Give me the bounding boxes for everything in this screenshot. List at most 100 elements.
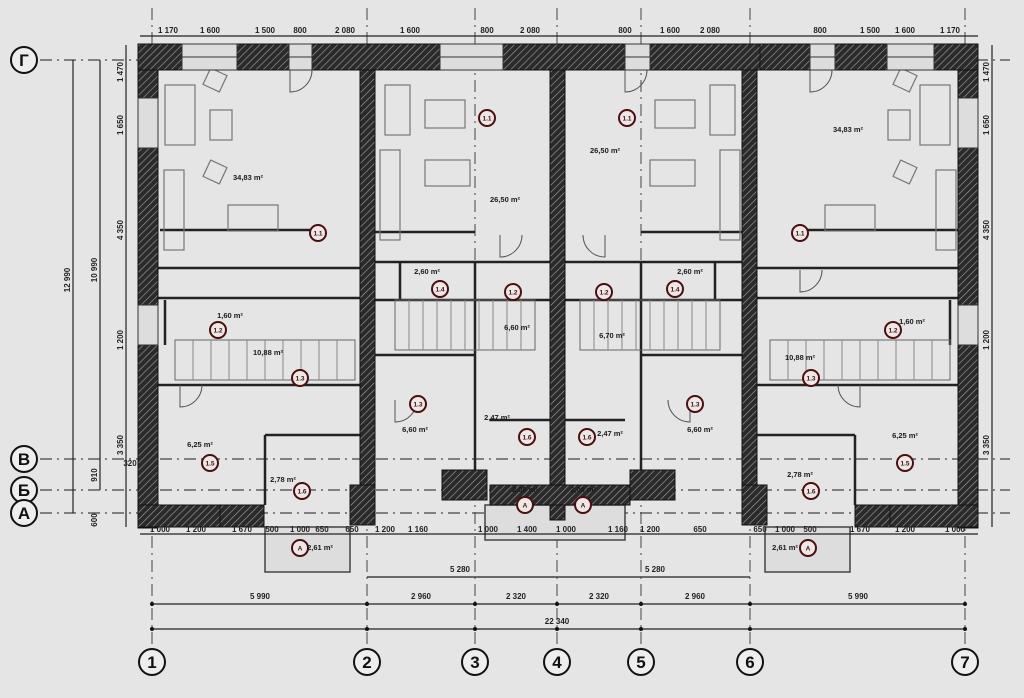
- room-area: 2,78 m²: [270, 475, 296, 484]
- furniture-item: [209, 109, 233, 141]
- room-tag-circle: [518, 428, 536, 446]
- room-area: 10,88 m²: [785, 353, 816, 362]
- bottom-dimension: 1 000: [775, 525, 796, 534]
- window: [957, 97, 979, 149]
- bottom-dimension: 1 200: [640, 525, 661, 534]
- room-tag-number: 1.1: [622, 116, 631, 123]
- room-tag-number: 1.1: [795, 231, 804, 238]
- room-tag-circle: [618, 109, 636, 127]
- window: [957, 304, 979, 346]
- wall-segment: [933, 43, 979, 71]
- room-tag-circle: [293, 482, 311, 500]
- room-area: 1,60 m²: [899, 317, 925, 326]
- axis-label-row-1: В: [18, 450, 30, 469]
- span-dimension: 5 990: [250, 592, 271, 601]
- door-swing: [624, 69, 648, 93]
- room-tag-circle: [431, 280, 449, 298]
- bearing-walls: [137, 43, 979, 529]
- room-tag-circle: [799, 539, 817, 557]
- room-tag-number: 1.3: [413, 402, 422, 409]
- furniture-item: [719, 149, 741, 241]
- room-area: 2,78 m²: [787, 470, 813, 479]
- furniture-item: [384, 84, 411, 136]
- left-dimension: 910: [90, 468, 99, 482]
- wall-segment: [311, 43, 441, 71]
- left-dimension: 1 650: [116, 114, 125, 135]
- axis-bubble-5: [627, 648, 655, 676]
- door-swing: [667, 399, 691, 423]
- room-tag-circle: [802, 369, 820, 387]
- half-dimension: 5 280: [450, 565, 471, 574]
- bottom-dimension: 1 200: [186, 525, 207, 534]
- room-area: 6,25 m²: [187, 440, 213, 449]
- room-tag-circle: [516, 496, 534, 514]
- furniture-item: [709, 84, 736, 136]
- interior-partitions: [158, 69, 958, 573]
- axis-label-row-2: Б: [18, 481, 30, 500]
- wall-segment: [137, 504, 229, 528]
- room-area: 2,08 m²: [570, 485, 596, 494]
- room-tag-circle: [309, 224, 327, 242]
- armchair: [892, 67, 918, 93]
- axis-label-5: 5: [636, 653, 645, 672]
- room-area: 2,60 m²: [677, 267, 703, 276]
- bottom-dimension: 1 160: [608, 525, 629, 534]
- room-tag-circle: [896, 454, 914, 472]
- wall-segment: [629, 469, 676, 501]
- room-tag-number: 1.3: [690, 402, 699, 409]
- room-tag-number: 1.2: [508, 290, 517, 297]
- bottom-dimension: 500: [803, 525, 817, 534]
- axis-label-row-3: А: [18, 504, 30, 523]
- room-tag-circle: [686, 395, 704, 413]
- axis-label-7: 7: [960, 653, 969, 672]
- span-dimension: 2 320: [589, 592, 610, 601]
- wall-segment: [834, 43, 888, 71]
- tick: [150, 602, 154, 606]
- room-tag-circle: [578, 428, 596, 446]
- door-swing: [809, 69, 833, 93]
- room-tag-number: 1.2: [213, 328, 222, 335]
- right-dimension: 1 470: [982, 61, 991, 82]
- room-area: 1,60 m²: [217, 311, 243, 320]
- armchair: [892, 159, 918, 185]
- tick: [748, 602, 752, 606]
- room-area: 10,88 m²: [253, 348, 284, 357]
- door-swing: [179, 384, 203, 408]
- room-area: 6,60 m²: [504, 323, 530, 332]
- left-dimension: 1 200: [116, 329, 125, 350]
- room-tag-circle: [291, 369, 309, 387]
- furniture-item: [164, 84, 196, 146]
- axis-label-1: 1: [147, 653, 156, 672]
- door-swing: [289, 69, 313, 93]
- room-tag-number: 1.6: [297, 489, 306, 496]
- room-tag-circle: [504, 283, 522, 301]
- room-tag-number: 1.5: [205, 461, 214, 468]
- room-tag-circle: [209, 321, 227, 339]
- room-area: 2,47 m²: [597, 429, 623, 438]
- room-tag-circle: [884, 321, 902, 339]
- room-tag-number: А: [581, 503, 586, 510]
- span-dimension: 5 990: [848, 592, 869, 601]
- tick: [365, 602, 369, 606]
- span-dimension: 2 960: [685, 592, 706, 601]
- top-dimension: 1 500: [860, 26, 881, 35]
- bottom-dimension: 650: [693, 525, 707, 534]
- tick: [963, 627, 967, 631]
- room-tag-circle: [574, 496, 592, 514]
- left-dimension: 600: [90, 513, 99, 527]
- left-dimension: 3 350: [116, 434, 125, 455]
- bottom-dimension: 1 670: [232, 525, 253, 534]
- room-tag-number: 1.1: [482, 116, 491, 123]
- tick: [963, 602, 967, 606]
- wall-segment: [219, 504, 265, 528]
- furniture-item: [887, 109, 911, 141]
- bottom-dimension: 1 670: [850, 525, 871, 534]
- door-swing: [499, 234, 523, 258]
- half-dimension: 5 280: [645, 565, 666, 574]
- bottom-dimension: 1 000: [150, 525, 171, 534]
- room-tag-circle: [409, 395, 427, 413]
- tick: [639, 627, 643, 631]
- bottom-dimension: 1 000: [290, 525, 311, 534]
